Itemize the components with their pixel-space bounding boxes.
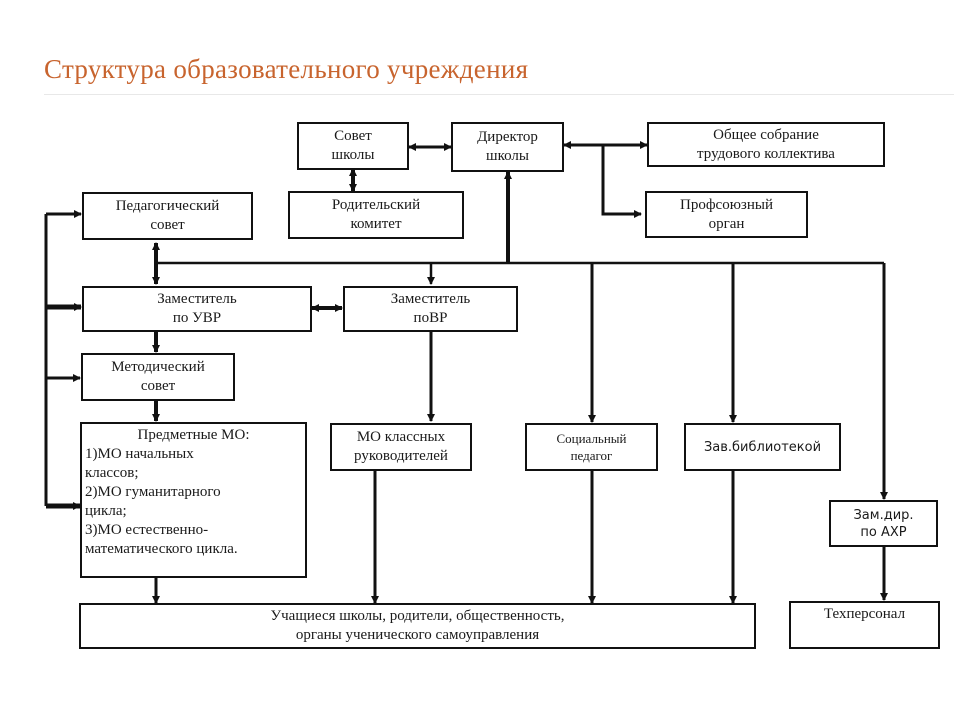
node-director: Директор школы <box>451 122 564 172</box>
node-general-meeting: Общее собрание трудового коллектива <box>647 122 885 167</box>
subject-mo-list: 1)МО начальных классов; 2)МО гуманитарно… <box>85 446 238 557</box>
node-librarian: Зав.библиотекой <box>684 423 841 471</box>
node-deputy-ahr: Зам.дир. по АХР <box>829 500 938 547</box>
node-deputy-uvr: Заместитель по УВР <box>82 286 312 332</box>
node-pedagogical-council: Педагогический совет <box>82 192 253 240</box>
node-trade-union: Профсоюзный орган <box>645 191 808 238</box>
title-divider <box>44 94 954 95</box>
subject-mo-heading: Предметные МО: <box>137 427 250 443</box>
connector-trade-union <box>601 145 642 218</box>
node-methodical-council: Методический совет <box>81 353 235 401</box>
node-tech-staff: Техперсонал <box>789 601 940 649</box>
node-class-teachers-mo: МО классных руководителей <box>330 423 472 471</box>
node-students-community: Учащиеся школы, родители, общественность… <box>79 603 756 649</box>
node-social-pedagogue: Социальный педагог <box>525 423 658 471</box>
node-school-council: Совет школы <box>297 122 409 170</box>
node-subject-mo: Предметные МО: 1)МО начальных классов; 2… <box>80 422 307 578</box>
node-deputy-vr: Заместитель поВР <box>343 286 518 332</box>
page-title: Структура образовательного учреждения <box>44 54 529 84</box>
node-parent-committee: Родительский комитет <box>288 191 464 239</box>
